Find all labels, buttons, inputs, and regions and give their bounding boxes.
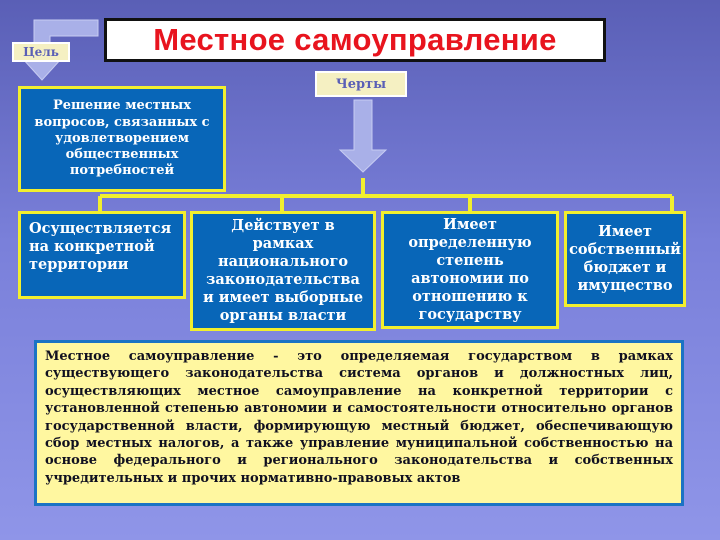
feature-box-autonomy: Имеет определенную степень автономии по … (381, 211, 559, 329)
feature-box-legislation: Действует в рамках национального законод… (190, 211, 376, 331)
features-arrow-icon (338, 99, 388, 173)
feature-box-budget: Имеет собственный бюджет и имущество (564, 211, 686, 307)
goal-text: Решение местных вопросов, связанных с уд… (34, 98, 210, 179)
feature-box-territory: Осуществляется на конкретной территории (18, 211, 186, 299)
feature-text: Осуществляется на конкретной территории (29, 220, 172, 274)
goal-box: Решение местных вопросов, связанных с уд… (18, 86, 226, 192)
features-bracket (98, 178, 674, 212)
features-label: Черты (315, 71, 407, 97)
definition-box: Местное самоуправление - это определяема… (34, 340, 684, 506)
page-title: Местное самоуправление (104, 18, 606, 62)
goal-arrow-icon (20, 19, 99, 81)
definition-text: Местное самоуправление - это определяема… (45, 349, 673, 486)
feature-text: Действует в рамках национального законод… (202, 216, 364, 325)
feature-text: Имеет определенную степень автономии по … (408, 215, 532, 324)
goal-label: Цель (12, 42, 70, 62)
feature-text: Имеет собственный бюджет и имущество (569, 222, 681, 295)
